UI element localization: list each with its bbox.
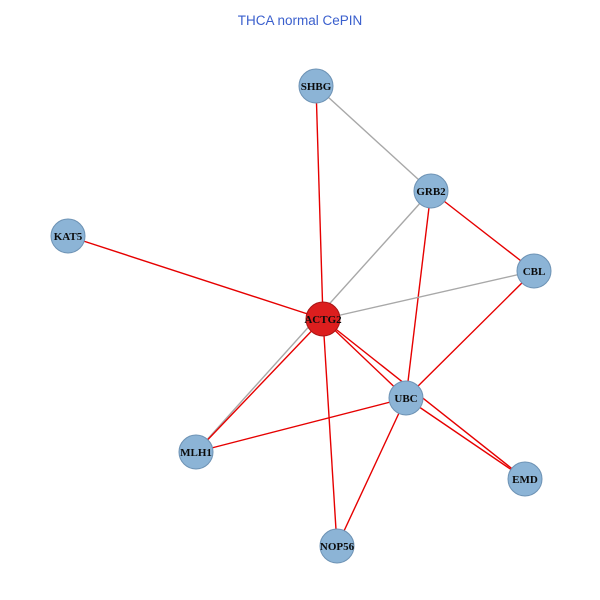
node-GRB2 xyxy=(413,173,449,209)
node-label-ACTG2: ACTG2 xyxy=(304,314,342,326)
node-KAT5 xyxy=(50,218,86,254)
node-label-SHBG: SHBG xyxy=(301,81,332,93)
edge-ACTG2-UBC xyxy=(322,318,407,399)
edge-ACTG2-NOP56 xyxy=(322,318,338,547)
edge-CBL-UBC xyxy=(405,270,535,399)
edge-ACTG2-MLH1 xyxy=(195,318,324,453)
edge-GRB2-UBC xyxy=(405,190,432,399)
node-ACTG2 xyxy=(305,301,341,337)
edge-GRB2-CBL xyxy=(430,190,535,272)
edge-SHBG-GRB2 xyxy=(315,85,432,192)
edge-ACTG2-EMD xyxy=(322,318,526,480)
node-CBL xyxy=(516,253,552,289)
plot-title: THCA normal CePIN xyxy=(238,13,363,28)
nodes-layer xyxy=(50,68,552,564)
node-EMD xyxy=(507,461,543,497)
edge-CBL-ACTG2 xyxy=(322,270,535,320)
node-label-NOP56: NOP56 xyxy=(320,541,355,553)
edges-layer xyxy=(67,85,535,547)
node-label-GRB2: GRB2 xyxy=(416,186,446,198)
node-label-UBC: UBC xyxy=(394,393,417,405)
node-NOP56 xyxy=(319,528,355,564)
node-label-MLH1: MLH1 xyxy=(180,447,212,459)
edge-SHBG-ACTG2 xyxy=(315,85,324,320)
edge-UBC-NOP56 xyxy=(336,397,407,547)
node-label-EMD: EMD xyxy=(512,474,538,486)
node-label-KAT5: KAT5 xyxy=(54,231,83,243)
node-UBC xyxy=(388,380,424,416)
edge-UBC-MLH1 xyxy=(195,397,407,453)
node-MLH1 xyxy=(178,434,214,470)
node-SHBG xyxy=(298,68,334,104)
edge-UBC-EMD xyxy=(405,397,526,480)
edge-KAT5-ACTG2 xyxy=(67,235,324,320)
node-label-CBL: CBL xyxy=(523,266,546,278)
